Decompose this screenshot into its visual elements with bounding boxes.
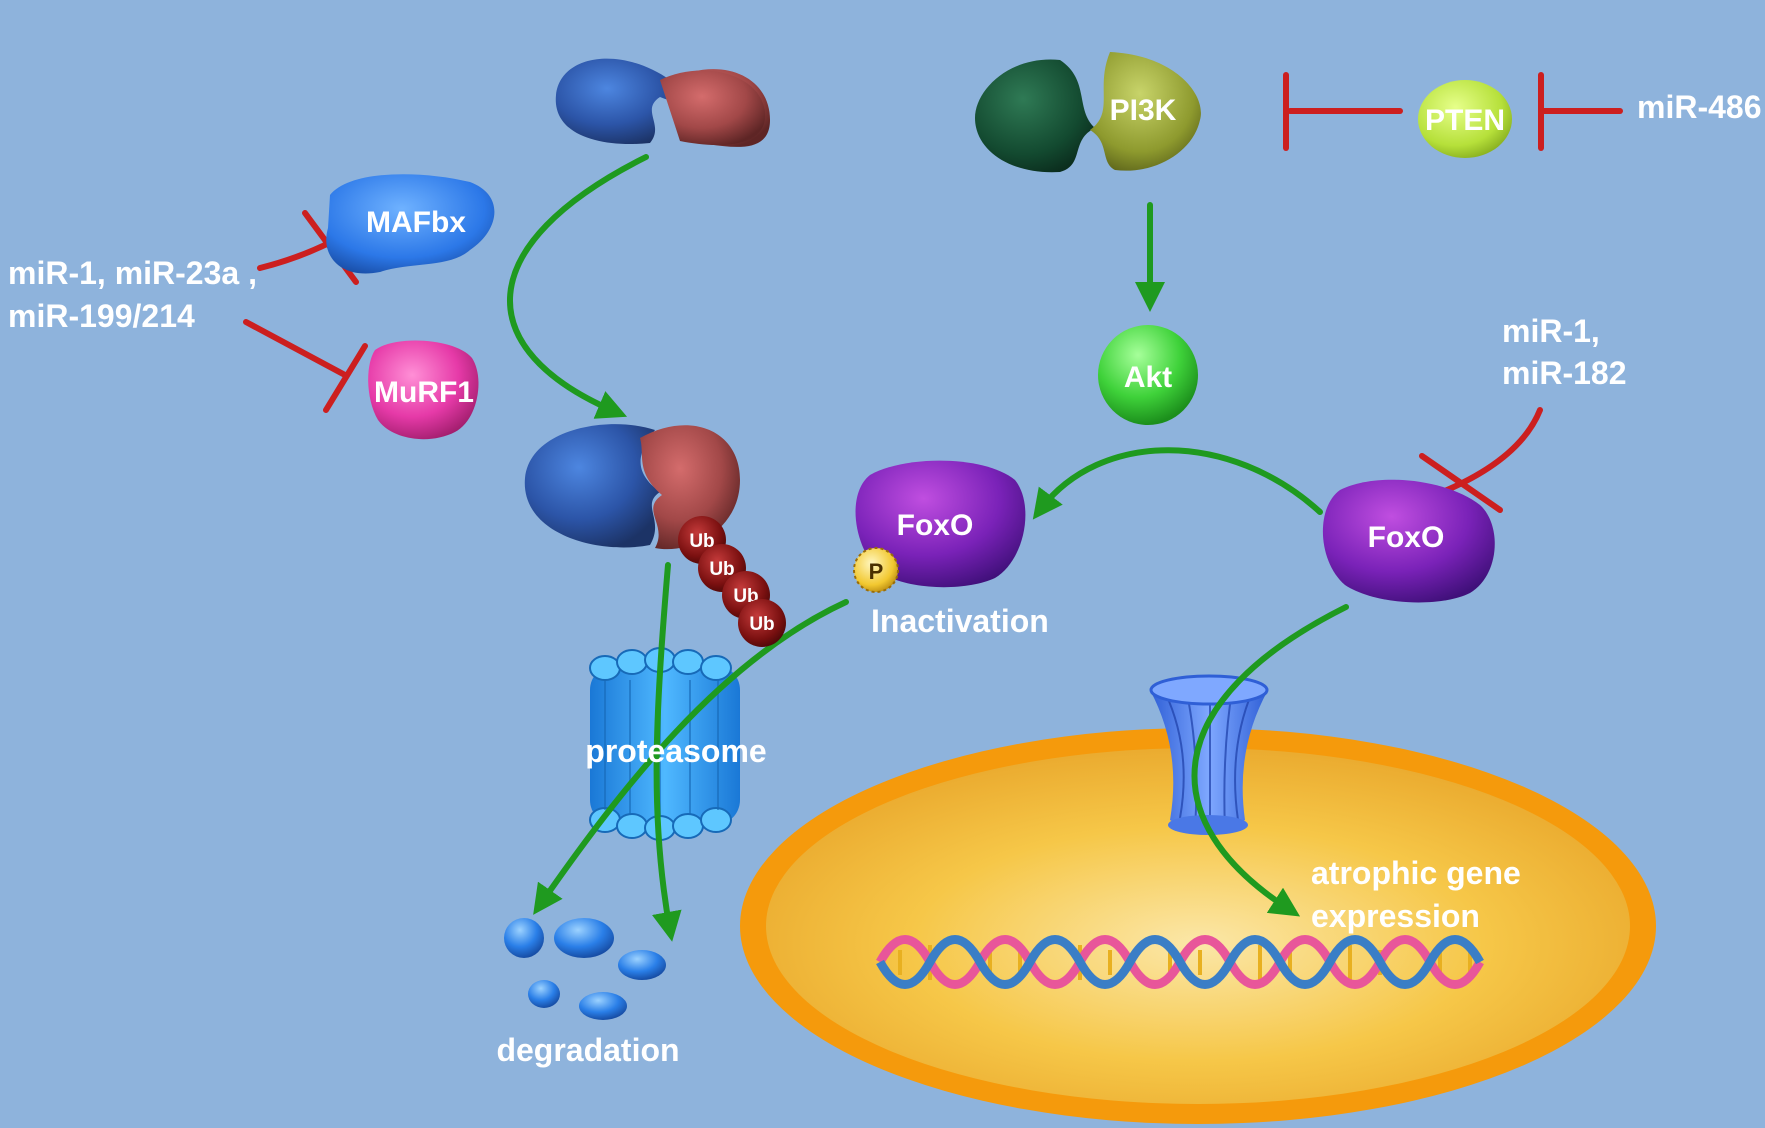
arrow-foxo-to-foxo-phos: [1032, 447, 1323, 520]
murf1-node: MuRF1: [368, 340, 479, 440]
inhibit-mafbx-line: [257, 237, 338, 271]
activation-arrows: [507, 154, 1349, 942]
svg-text:PTEN: PTEN: [1425, 104, 1505, 137]
svg-text:FoxO: FoxO: [1368, 521, 1445, 554]
mirna-foxo-label-line1: miR-1,: [1502, 313, 1600, 349]
inhibit-murf1-line: [243, 319, 348, 378]
inhibit-murf1-bar: [323, 343, 368, 413]
nuclear-pore-icon: [1149, 674, 1269, 835]
proteasome-label: proteasome: [585, 733, 766, 769]
ubiquitinated-substrate-icon: [524, 424, 740, 550]
foxo-active-node: FoxO: [1322, 479, 1495, 603]
mir486-label: miR-486: [1637, 89, 1762, 125]
ubiquitin-chain: Ub Ub Ub Ub: [678, 516, 786, 647]
svg-text:MuRF1: MuRF1: [374, 376, 474, 409]
arrow-foxo-to-nucleus: [1191, 604, 1349, 917]
inactivation-label: Inactivation: [871, 603, 1049, 639]
pi3k-node: PI3K: [975, 52, 1201, 173]
svg-text:Ub: Ub: [749, 614, 774, 635]
mirna-muscle-label-line2: miR-199/214: [8, 298, 195, 334]
arrow-proteasome-to-degradation-1: [533, 599, 849, 915]
inhibit-foxo-bar: [1419, 453, 1503, 513]
svg-text:Ub: Ub: [689, 531, 714, 552]
foxo-phosphorylated-node: FoxO: [855, 460, 1026, 588]
nucleus: [740, 728, 1656, 1124]
mirna-foxo-label-line2: miR-182: [1502, 355, 1627, 391]
svg-text:Ub: Ub: [709, 559, 734, 580]
mafbx-node: MAFbx: [326, 174, 495, 274]
svg-text:PI3K: PI3K: [1110, 94, 1177, 127]
inhibition-lines: [243, 72, 1623, 513]
degradation-fragments-icon: [504, 918, 666, 1020]
svg-text:Akt: Akt: [1124, 361, 1172, 394]
svg-text:P: P: [869, 559, 884, 584]
substrate-protein-icon: [555, 58, 770, 147]
mirna-muscle-label-line1: miR-1, miR-23a ,: [8, 255, 257, 291]
atrophic-gene-label-line2: expression: [1311, 898, 1480, 934]
inhibit-foxo-line: [1437, 407, 1543, 496]
svg-text:MAFbx: MAFbx: [366, 206, 466, 239]
arrow-proteasome-to-degradation-2: [652, 562, 682, 942]
akt-node: Akt: [1098, 325, 1198, 425]
arrow-substrate-to-ubiquitination: [507, 154, 649, 419]
svg-text:FoxO: FoxO: [897, 509, 974, 542]
text-labels: miR-1, miR-23a , miR-199/214 miR-486 miR…: [8, 89, 1762, 1068]
dna-helix-icon: [876, 935, 1484, 989]
pten-node: PTEN: [1418, 80, 1512, 158]
atrophic-gene-label-line1: atrophic gene: [1311, 855, 1521, 891]
degradation-label: degradation: [496, 1032, 679, 1068]
phosphate-icon: P: [853, 547, 899, 593]
ubiquitin-icon: Ub: [738, 599, 786, 647]
